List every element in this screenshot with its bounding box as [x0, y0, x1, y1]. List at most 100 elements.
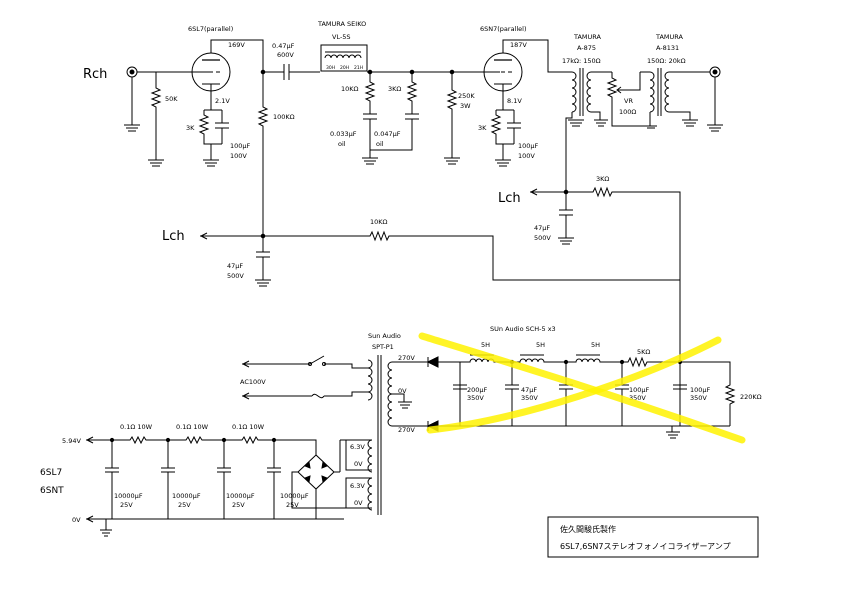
c-dec1-voltage: 500V: [227, 272, 244, 280]
ptrans-model: SPT-P1: [372, 343, 394, 351]
psu-cap1-value: 200μF: [467, 386, 488, 394]
psu-cap5-value: 100μF: [690, 386, 711, 394]
choke2-label: 5H: [536, 341, 545, 349]
volume-pot: VR 100Ω: [606, 72, 641, 127]
heater-tube-2: 6SNT: [40, 486, 64, 496]
titleblock-author: 佐久間駿氏製作: [560, 524, 616, 534]
tube1-name: 6SL7(parallel): [188, 25, 233, 33]
c-eq1-value: 0.033μF: [330, 130, 357, 138]
choke3-label: 5H: [591, 341, 600, 349]
ptrans-hv1: 270V: [398, 354, 415, 362]
ptrans-h1z: 0V: [354, 460, 363, 468]
vl-tap-3: 21H: [354, 65, 363, 71]
rch-label: Rch: [83, 67, 107, 82]
psu-caps: 200μF 350V 47μF 350V 100μF 350V 100μF 35…: [453, 359, 711, 426]
transformer-a8131: TAMURA A-8131 150Ω: 20kΩ: [640, 33, 723, 132]
ptrans-h2: 6.3V: [350, 482, 365, 490]
ptrans-zero: 0V: [398, 387, 407, 395]
mains-label: AC100V: [240, 378, 266, 386]
r-dec2-label: 3KΩ: [596, 175, 609, 183]
r-eq2-label: 3KΩ: [388, 85, 401, 93]
a8131-model: A-8131: [656, 44, 679, 52]
r-grid1-label: 50K: [165, 95, 178, 103]
c-dec1-value: 47μF: [227, 262, 243, 270]
decoupling-1: Lch 10KΩ 47μF 500V: [162, 218, 680, 287]
ptrans-hv2: 270V: [398, 426, 415, 434]
heater-r3-label: 0.1Ω 10W: [232, 423, 265, 431]
decoupling-2: Lch 3KΩ 47μF 500V: [498, 175, 681, 390]
vl-tap-1: 30H: [326, 65, 335, 71]
vl-tap-2: 20H: [340, 65, 349, 71]
c-cath1-voltage: 100V: [230, 152, 247, 160]
eq-network: 10KΩ 0.033μF oil 3KΩ 0.047μF oil 250K 3W: [330, 69, 475, 165]
ptrans-maker: Sun Audio: [368, 332, 401, 340]
tube2: 6SN7(parallel) 187V 8.1V 3K 100μF 100V: [478, 25, 572, 167]
ptrans-h2z: 0V: [354, 499, 363, 507]
c-couple-voltage: 600V: [277, 51, 294, 59]
yellow-cross-overlay: [418, 332, 746, 444]
c-dec2-value: 47μF: [534, 224, 550, 232]
heater-cap4-voltage: 25V: [286, 501, 299, 509]
tube1-cathode-v: 2.1V: [215, 97, 230, 105]
tube2-cathode-v: 8.1V: [507, 97, 522, 105]
r-grid2-value: 250K: [458, 92, 475, 100]
lch-top-label: Lch: [498, 191, 521, 206]
heater-cap2-voltage: 25V: [178, 501, 191, 509]
heater-tube-1: 6SL7: [40, 468, 62, 478]
heater-out-v: 5.94V: [62, 437, 81, 445]
lch-mid-label: Lch: [162, 229, 185, 244]
vl-model: VL-5S: [332, 33, 351, 41]
heater-supply: 5.94V 0V 6SL7 6SNT 0.1Ω 10W 0.1Ω 10W 0.1…: [40, 423, 346, 537]
r-psu-label: 5KΩ: [637, 348, 650, 356]
c-dec2-voltage: 500V: [534, 234, 551, 242]
psu-cap5-voltage: 350V: [690, 394, 707, 402]
titleblock-title: 6SL7,6SN7ステレオフォノイコライザーアンプ: [560, 542, 731, 551]
vl-choke: TAMURA SEIKO VL-5S 30H 20H 21H: [317, 20, 500, 73]
psu-cap4-voltage: 350V: [629, 394, 646, 402]
r-plate1-label: 100KΩ: [273, 113, 295, 121]
psu-cap1-voltage: 350V: [467, 394, 484, 402]
heater-cap1-value: 10000μF: [114, 492, 143, 500]
a875-ratio: 17kΩ: 150Ω: [562, 57, 601, 65]
tube2-name: 6SN7(parallel): [480, 25, 527, 33]
a875-maker: TAMURA: [573, 33, 602, 41]
psu-cap4-value: 100μF: [629, 386, 650, 394]
chokes-title: SUn Audio SCH-5 x3: [490, 325, 556, 333]
vl-maker: TAMURA SEIKO: [317, 20, 366, 28]
r-bleed-label: 220KΩ: [740, 393, 762, 401]
heater-zero-v: 0V: [72, 516, 81, 524]
heater-r1-label: 0.1Ω 10W: [120, 423, 153, 431]
c-couple-value: 0.47μF: [272, 42, 295, 50]
title-block: 佐久間駿氏製作 6SL7,6SN7ステレオフォノイコライザーアンプ: [547, 516, 759, 558]
c-eq2-value: 0.047μF: [374, 130, 401, 138]
tube1-plate-v: 169V: [228, 41, 245, 49]
c-cath2-value: 100μF: [518, 142, 539, 150]
transformer-a875: TAMURA A-875 17kΩ: 150Ω: [562, 33, 612, 200]
vr-label: VR: [624, 97, 633, 105]
r-eq1-label: 10KΩ: [341, 85, 359, 93]
psu-cap2-voltage: 350V: [521, 394, 538, 402]
heater-cap3-value: 10000μF: [226, 492, 255, 500]
r-cath1-label: 3K: [186, 124, 195, 132]
tube1: 6SL7(parallel) 169V 2.1V 3K 100μF 100V: [186, 25, 264, 167]
plate-network-1: 0.47μF 600V 100KΩ: [257, 42, 320, 250]
c-cath2-voltage: 100V: [518, 152, 535, 160]
r-grid2-power: 3W: [460, 102, 471, 110]
a8131-ratio: 150Ω: 20kΩ: [647, 57, 686, 65]
rch-input: Rch 50K: [83, 66, 210, 167]
r-cath2-label: 3K: [478, 124, 487, 132]
c-eq2-type: oil: [376, 140, 384, 148]
heater-cap3-voltage: 25V: [232, 501, 245, 509]
mains-input: AC100V: [240, 355, 368, 400]
r-dec1-label: 10KΩ: [370, 218, 388, 226]
ptrans-h1: 6.3V: [350, 443, 365, 451]
tube2-plate-v: 187V: [510, 41, 527, 49]
heater-r2-label: 0.1Ω 10W: [176, 423, 209, 431]
a875-model: A-875: [577, 44, 596, 52]
heater-cap1-voltage: 25V: [120, 501, 133, 509]
a8131-maker: TAMURA: [655, 33, 684, 41]
heater-cap2-value: 10000μF: [172, 492, 201, 500]
heater-cap4-value: 10000μF: [280, 492, 309, 500]
psu-cap2-value: 47μF: [521, 386, 537, 394]
